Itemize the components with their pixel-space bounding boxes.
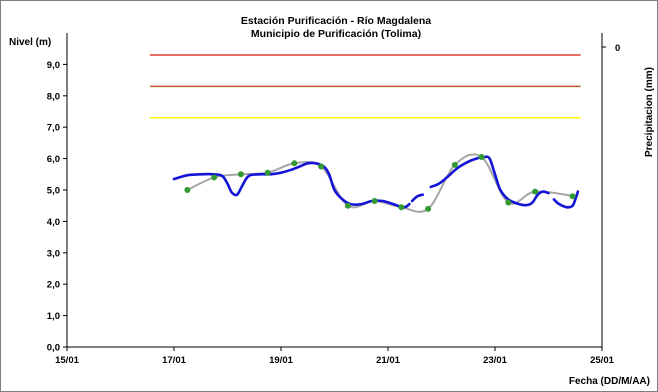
y-tick-label: 1,0 [47, 311, 60, 322]
y-tick-label: 7,0 [47, 123, 60, 134]
data-point-marker [398, 204, 405, 211]
y2-tick-label: 0 [615, 43, 620, 54]
chart-title: Estación Purificación - Río Magdalena [241, 15, 431, 27]
data-point-marker [237, 171, 244, 178]
data-point-marker [451, 161, 458, 168]
y-tick-label: 5,0 [47, 186, 60, 197]
x-axis-label: Fecha (DD/M/AA) [569, 376, 650, 387]
y-axis-label: Nivel (m) [9, 37, 51, 48]
series-line-blue [172, 161, 411, 209]
x-tick-label: 17/01 [162, 355, 186, 366]
data-point-marker [184, 187, 191, 193]
data-point-marker [478, 154, 485, 161]
chart-subtitle: Municipio de Purificación (Tolima) [251, 28, 421, 40]
data-point-marker [371, 197, 378, 204]
x-tick-label: 21/01 [376, 355, 400, 366]
plot-area: 0,0 1,0 2,0 3,0 4,0 5,0 6,0 7,0 8,0 9,0 0 15/01 17/0… [47, 33, 620, 366]
y-tick-label: 2,0 [47, 280, 60, 291]
data-point-marker [211, 174, 218, 181]
x-tick-label: 15/01 [55, 355, 79, 366]
data-point-marker [532, 188, 539, 195]
data-point-marker [344, 202, 351, 209]
y-tick-label: 0,0 [47, 343, 60, 354]
data-point-marker [291, 160, 298, 167]
data-point-marker [264, 169, 271, 176]
y-tick-label: 9,0 [47, 60, 60, 71]
series-line-blue [429, 155, 550, 207]
series-line-blue [552, 190, 580, 209]
y-tick-label: 4,0 [47, 217, 60, 228]
x-tick-label: 25/01 [590, 355, 614, 366]
data-point-marker [505, 199, 512, 206]
x-tick-label: 23/01 [483, 355, 507, 366]
y2-axis-label: Precipitacion (mm) [644, 67, 655, 157]
x-tick-label: 19/01 [269, 355, 293, 366]
data-point-marker [318, 163, 325, 170]
y-tick-label: 6,0 [47, 154, 60, 165]
data-point-marker [569, 193, 576, 200]
y-tick-label: 3,0 [47, 248, 60, 259]
series-line-blue [410, 193, 425, 203]
y-tick-label: 8,0 [47, 91, 60, 102]
data-point-marker [425, 205, 432, 212]
